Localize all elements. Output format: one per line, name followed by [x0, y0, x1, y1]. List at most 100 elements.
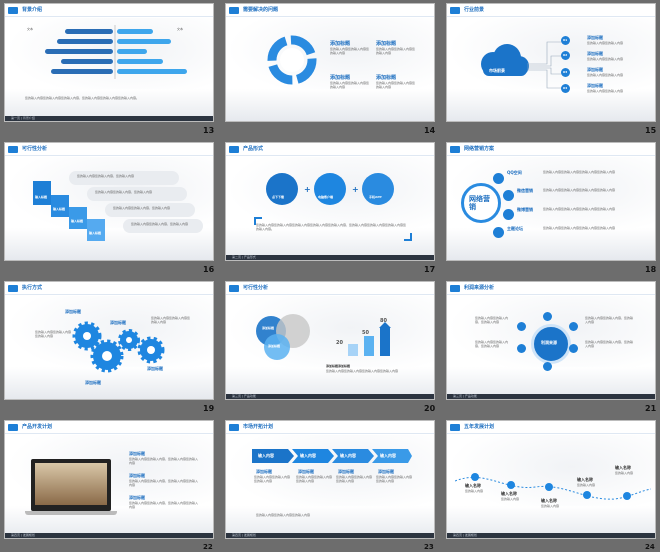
- slide-thumbnail-21[interactable]: 利润来源分析 利润来源 您的输入内容您的输入内容，您的输入内容 您的输入内容您的…: [446, 281, 656, 400]
- step-label: 输入标题: [89, 231, 102, 235]
- world-map-background: [447, 435, 655, 515]
- floor-gradient: [447, 506, 655, 538]
- satellite-icon: [517, 344, 526, 353]
- slide-thumbnail-20[interactable]: 可行性分析 添加标题 添加标题 20 50 80 添加标题添加标题 您的输入内容…: [225, 281, 435, 400]
- arrow-label: 输入内容: [340, 453, 356, 458]
- slide-thumbnail-13[interactable]: 背景介绍 文本 文本 您的输入内容您的输入内容您的输入内容，您的输入内容您的输入…: [4, 3, 214, 122]
- step-text-pill: [123, 219, 203, 233]
- floor-gradient: [447, 89, 655, 121]
- page-number: 17: [424, 265, 436, 274]
- slide-thumbnail-22[interactable]: 产品开发计划 添加标题 您的输入内容您的输入内容，您的输入内容您的输入内容 添加…: [4, 420, 214, 539]
- node-01-label: 01: [563, 38, 568, 42]
- page-number: 15: [645, 126, 657, 135]
- slide-header: 可行性分析: [226, 282, 434, 295]
- slide-header: 执行方式: [5, 282, 213, 295]
- column-text: 您的输入内容您的输入内容您的输入内容: [254, 475, 291, 483]
- step-block-3: [69, 207, 87, 229]
- timeline-curve: [455, 473, 651, 500]
- step-text: 您的输入内容您的输入内容，您的输入内容: [95, 190, 153, 194]
- floor-gradient: [226, 367, 434, 399]
- page-number: 13: [203, 126, 215, 135]
- step-block-2: [51, 195, 69, 217]
- channel-icon-wechat: [503, 190, 514, 201]
- milestone-name: 输入名称: [577, 477, 593, 482]
- presentation-icon: [229, 146, 239, 153]
- slide-thumbnail-23[interactable]: 市场开拓计划 输入内容 输入内容 输入内容 输入内容 添加标题 添加标题 添加标…: [225, 420, 435, 539]
- satellite-icon: [517, 322, 526, 331]
- slide-title: 市场开拓计划: [243, 424, 274, 430]
- gear-text: 您的输入内容您的输入内容您的输入内容: [35, 330, 72, 338]
- milestone-name: 输入名称: [465, 483, 481, 488]
- laptop-base: [25, 511, 117, 515]
- product-label: 点下下载: [272, 195, 285, 199]
- channel-text: 您的输入内容您的输入内容您的输入内容您的输入内容: [543, 207, 616, 211]
- rising-bars-graphic: [348, 322, 391, 356]
- slide-header: 利润来源分析: [447, 282, 655, 295]
- slide-footer: 第四页 | 发展规划: [5, 533, 213, 538]
- slide-thumbnail-18[interactable]: 网络营销方案 网络营销 QQ空间 微信营销 微博营销 主题论坛 您的输入内容您的…: [446, 142, 656, 261]
- plus-sign: +: [352, 185, 359, 194]
- slide-thumbnail-24[interactable]: 五年发展计划 输入名称 输入名称 输入名称 输入名称 输入名称 您的输入内容 您…: [446, 420, 656, 539]
- node-title: 添加标题: [587, 83, 603, 88]
- venn-label: 添加标题: [262, 326, 275, 330]
- slide-note: 您的输入内容您的输入内容您的输入内容您的输入内容: [326, 369, 399, 373]
- slide-thumbnail-14[interactable]: 需要解决的问题 添加标题 您的输入内容您的输入内容您的输入内容 添加标题 您的输…: [225, 3, 435, 122]
- node-03-label: 03: [563, 70, 568, 74]
- slide-header: 产品开发计划: [5, 421, 213, 434]
- column-heading: 添加标题: [298, 469, 314, 474]
- node-text: 您的输入内容您的输入内容: [587, 73, 624, 77]
- slide-footer: 第四页 | 发展规划: [226, 533, 434, 538]
- channel-label: 微信营销: [517, 188, 533, 193]
- satellite-icon: [569, 344, 578, 353]
- milestone-text: 您的输入内容: [541, 504, 560, 508]
- page-number: 19: [203, 404, 215, 413]
- floor-gradient: [226, 228, 434, 260]
- gear-text: 您的输入内容您的输入内容您的输入内容: [151, 316, 191, 324]
- bar-value: 50: [362, 330, 369, 336]
- product-circle-mobile: [362, 173, 394, 205]
- presentation-icon: [450, 7, 460, 14]
- slide-thumbnail-16[interactable]: 可行性分析 输入标题 输入标题 输入标题 输入标题 您的输入内容您的输入内容，您…: [4, 142, 214, 261]
- slide-thumbnail-17[interactable]: 产品形式 点下下载 电脑客户端 手机APP + + 您的输入内容您的输入内容您的…: [225, 142, 435, 261]
- milestone-text: 您的输入内容: [465, 489, 484, 493]
- slide-thumbnail-19[interactable]: 执行方式 添加标题 添加标题 添加标题 添加标题 您的输入内容您的输入内容您的输…: [4, 281, 214, 400]
- slide-title: 可行性分析: [22, 146, 48, 152]
- item-heading: 添加标题: [129, 451, 145, 456]
- slide-thumbnail-15[interactable]: 行业前景 市场前景 01 02 03 04 添加标题 您的输入内容您的输入内容 …: [446, 3, 656, 122]
- center-label: 网络营销: [469, 195, 490, 211]
- slide-title: 执行方式: [22, 285, 43, 291]
- step-text-pill: [105, 203, 195, 217]
- floor-gradient: [5, 89, 213, 121]
- column-text: 您的输入内容您的输入内容您的输入内容: [296, 475, 333, 483]
- page-number: 21: [645, 404, 657, 413]
- channel-label: 主题论坛: [507, 226, 523, 231]
- venn-circle-3: [264, 334, 290, 360]
- satellite-icon: [543, 362, 552, 371]
- chart-caption: 添加标题添加标题: [326, 364, 351, 368]
- page-number: 24: [645, 543, 655, 551]
- item-text: 您的输入内容您的输入内容您的输入内容: [376, 47, 416, 55]
- slide-title: 网络营销方案: [464, 146, 495, 152]
- item-text: 您的输入内容您的输入内容，您的输入内容: [475, 340, 509, 348]
- item-heading: 添加标题: [330, 75, 351, 81]
- node-text: 您的输入内容您的输入内容: [587, 89, 624, 93]
- slide-title: 可行性分析: [243, 285, 269, 291]
- cloud-label: 市场前景: [489, 68, 505, 73]
- step-text: 您的输入内容您的输入内容，您的输入内容: [131, 222, 189, 226]
- step-label: 输入标题: [53, 207, 66, 211]
- world-map-background: [226, 435, 434, 515]
- page-number: 23: [424, 543, 434, 551]
- channel-text: 您的输入内容您的输入内容您的输入内容您的输入内容: [543, 226, 616, 230]
- milestone-name: 输入名称: [541, 498, 557, 503]
- slide-header: 网络营销方案: [447, 143, 655, 156]
- slide-header: 产品形式: [226, 143, 434, 156]
- page-number: 18: [645, 265, 657, 274]
- page-number: 16: [203, 265, 215, 274]
- gears-graphic: [72, 321, 165, 373]
- step-block-4: [87, 219, 105, 241]
- milestone-text: 您的输入内容: [615, 471, 634, 475]
- presentation-icon: [229, 424, 239, 431]
- slide-title: 产品开发计划: [22, 424, 53, 430]
- product-label: 手机APP: [369, 195, 382, 199]
- product-circle-download: [266, 173, 298, 205]
